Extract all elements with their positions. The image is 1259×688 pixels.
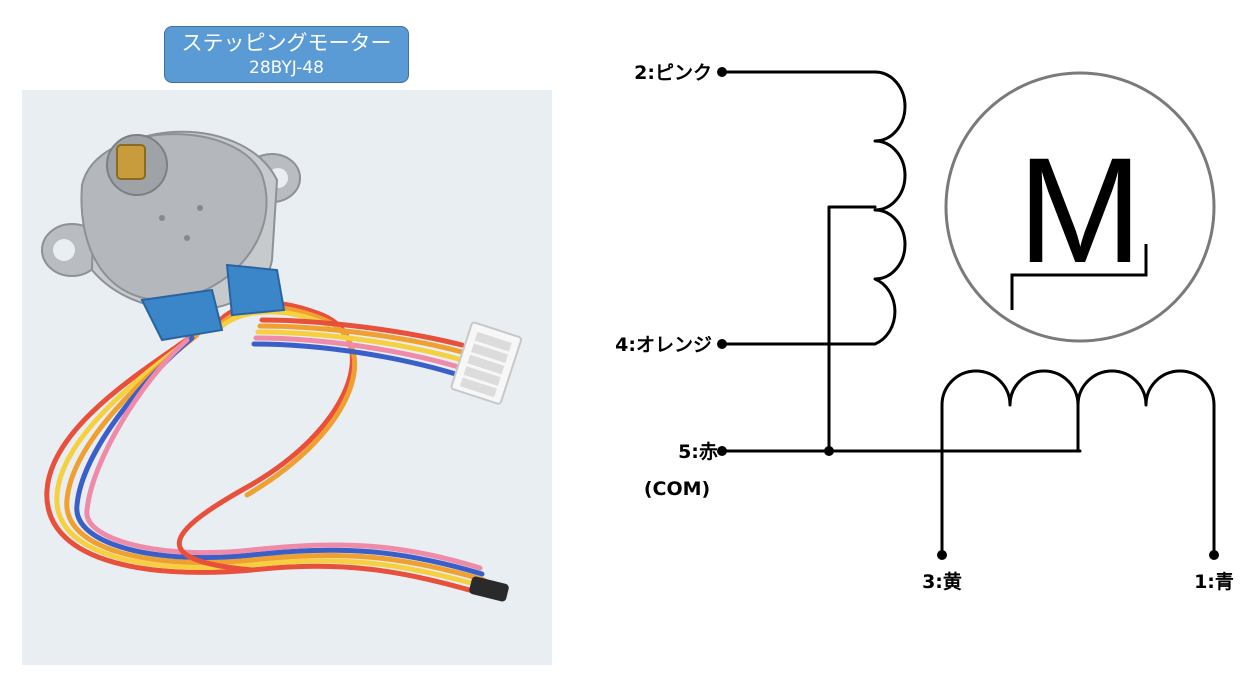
motor-cable bbox=[44, 300, 490, 598]
label-pin-red: 5:赤 bbox=[678, 441, 718, 463]
cable-sleeve bbox=[469, 576, 509, 602]
label-pin-blue: 1:青 bbox=[1194, 571, 1234, 593]
pin-orange-dot bbox=[717, 339, 727, 349]
white-connector bbox=[450, 321, 523, 405]
label-pin-com: (COM) bbox=[644, 478, 710, 500]
title-name: ステッピングモーター bbox=[181, 31, 392, 55]
wiring-schematic: M 2:ピンク 4:オレンジ 5:赤 (COM) 3:黄 1:青 bbox=[615, 62, 1234, 593]
vertical-center-tap bbox=[827, 205, 877, 453]
motor-symbol-circle bbox=[944, 71, 1216, 343]
motor-symbol-letter: M bbox=[1018, 126, 1143, 294]
pin-pink-dot bbox=[717, 67, 727, 77]
vertical-coil bbox=[720, 70, 907, 346]
pin-red-dot bbox=[717, 446, 727, 456]
motor-body bbox=[41, 130, 301, 342]
label-pin-pink: 2:ピンク bbox=[634, 62, 712, 84]
pin-yellow-dot bbox=[937, 550, 947, 560]
horizontal-coil bbox=[940, 369, 1216, 557]
junction-dot bbox=[824, 446, 834, 456]
title-badge: ステッピングモーター 28BYJ-48 bbox=[164, 26, 409, 83]
motor-symbol-underline bbox=[1010, 244, 1148, 310]
motor-photo bbox=[22, 90, 552, 665]
title-model: 28BYJ-48 bbox=[249, 58, 324, 78]
label-pin-yellow: 3:黄 bbox=[922, 570, 962, 593]
pin-blue-dot bbox=[1209, 550, 1219, 560]
label-pin-orange: 4:オレンジ bbox=[615, 334, 712, 356]
